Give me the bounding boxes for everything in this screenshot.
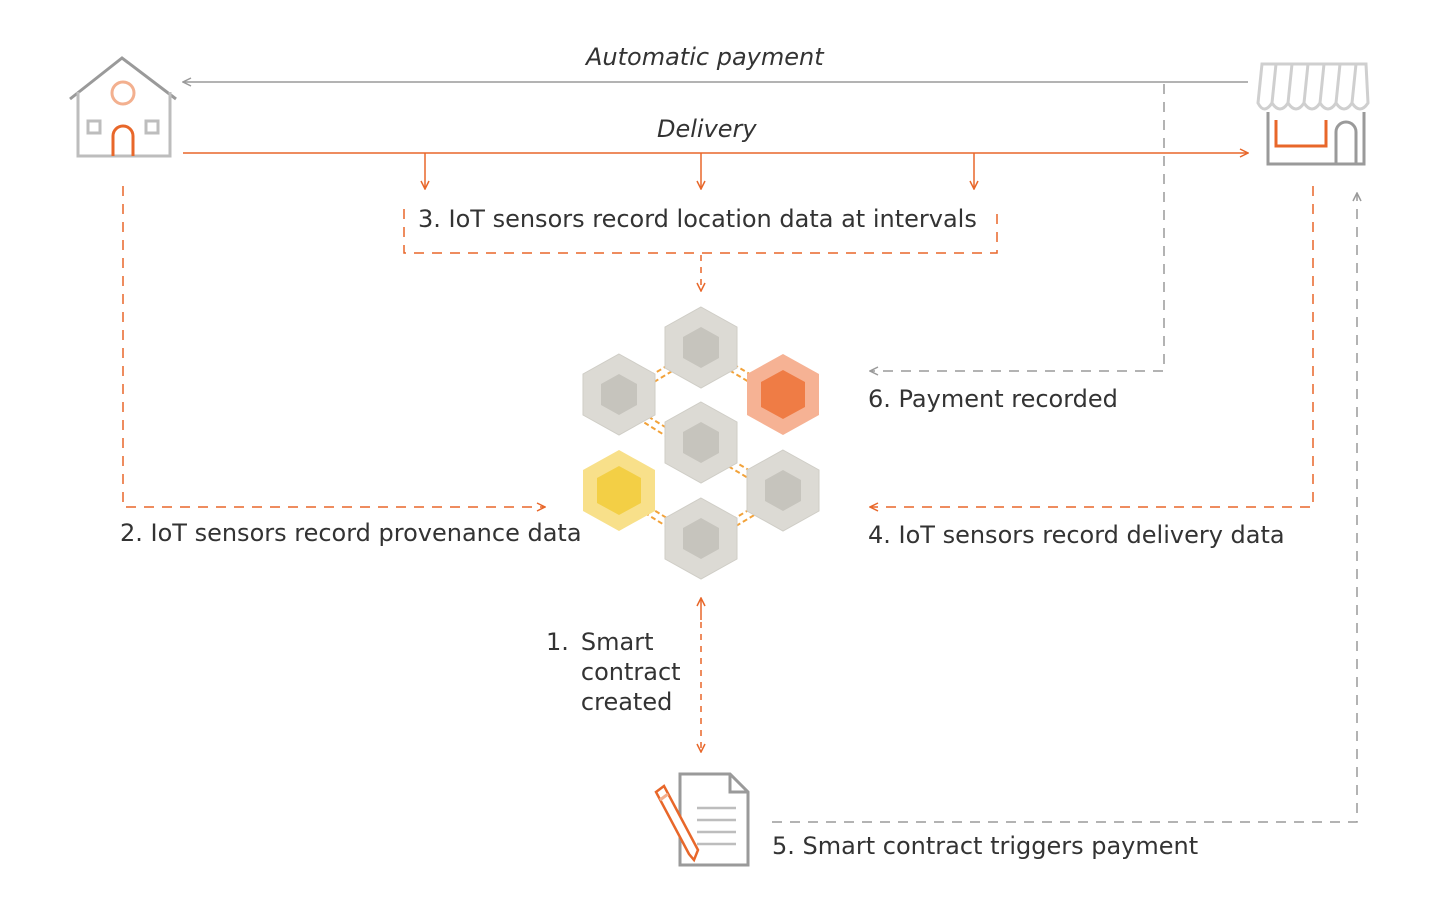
- step1-label: 1. Smart contract created: [546, 627, 681, 717]
- storefront-icon: [1256, 62, 1370, 166]
- blockchain-cubes-icon: [582, 306, 820, 580]
- cube-top: [664, 306, 738, 389]
- step3-label: 3. IoT sensors record location data at i…: [418, 205, 977, 233]
- step1-line: Smart: [580, 628, 654, 656]
- step1-line: contract: [580, 658, 681, 686]
- delivery-label: Delivery: [657, 115, 757, 143]
- contract-document-icon: [654, 772, 750, 867]
- automatic-payment-label: Automatic payment: [586, 43, 824, 71]
- house-icon: [69, 56, 177, 158]
- cube-left-lower-yellow: [583, 450, 655, 531]
- cube-bottom: [664, 497, 738, 580]
- step1-number: 1.: [546, 628, 569, 656]
- step1-line: created: [580, 688, 673, 716]
- cube-right-upper-orange: [747, 354, 819, 435]
- step4-label: 4. IoT sensors record delivery data: [868, 521, 1285, 549]
- cube-right-lower: [746, 449, 820, 532]
- cube-center: [664, 401, 738, 484]
- step2-label: 2. IoT sensors record provenance data: [120, 519, 582, 547]
- step6-label: 6. Payment recorded: [868, 385, 1118, 413]
- cube-left-upper: [582, 353, 656, 436]
- step5-label: 5. Smart contract triggers payment: [772, 832, 1199, 860]
